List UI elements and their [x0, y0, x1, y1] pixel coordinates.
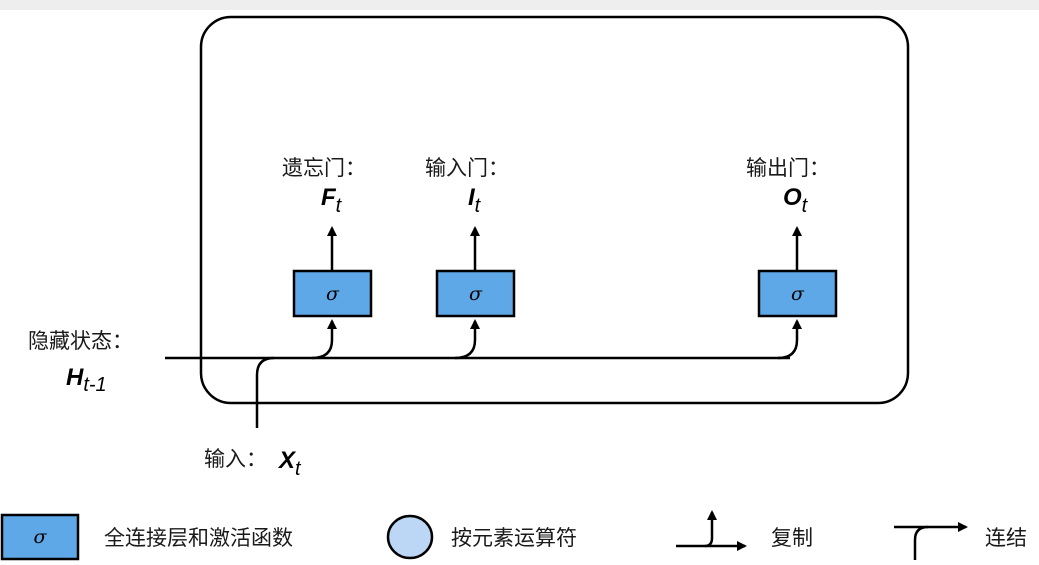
input-gate-branch — [454, 319, 480, 360]
input-gate-box — [435, 269, 516, 318]
output-gate-symbol: Ot — [783, 184, 809, 217]
legend-elementwise-label: 按元素运算符 — [451, 526, 577, 550]
input-gate-sigma: σ — [469, 283, 483, 305]
legend-fc-sigma: σ — [34, 526, 48, 548]
forget-gate-box — [292, 269, 373, 318]
legend-copy-label: 复制 — [771, 526, 813, 550]
legend-fc-box — [0, 513, 80, 561]
forget-gate-symbol: Ft — [321, 184, 343, 217]
top-strip — [0, 0, 1039, 10]
output-gate-label: 输出门： — [746, 156, 830, 180]
input-label: 输入： — [204, 447, 267, 471]
input-symbol: Xt — [277, 447, 302, 480]
legend-concat-label: 连结 — [985, 526, 1027, 550]
output-gate-sigma: σ — [791, 283, 805, 305]
input-gate-label: 输入门： — [425, 156, 509, 180]
output-gate-box — [757, 269, 838, 318]
hidden-state-symbol: Ht-1 — [66, 364, 107, 396]
cell-container — [199, 15, 910, 405]
hidden-state-label: 隐藏状态： — [28, 329, 133, 353]
legend-copy-icon — [676, 510, 717, 548]
forget-gate-branch — [311, 319, 337, 360]
forget-gate-label: 遗忘门： — [282, 156, 366, 180]
legend-elementwise-circle — [386, 514, 434, 560]
input-line — [255, 356, 275, 428]
forget-gate-sigma: σ — [326, 283, 340, 305]
legend-fc-label: 全连接层和激活函数 — [104, 526, 293, 550]
input-gate-symbol: It — [468, 184, 482, 217]
output-gate-branch — [777, 319, 802, 360]
legend-concat-icon — [913, 525, 929, 560]
